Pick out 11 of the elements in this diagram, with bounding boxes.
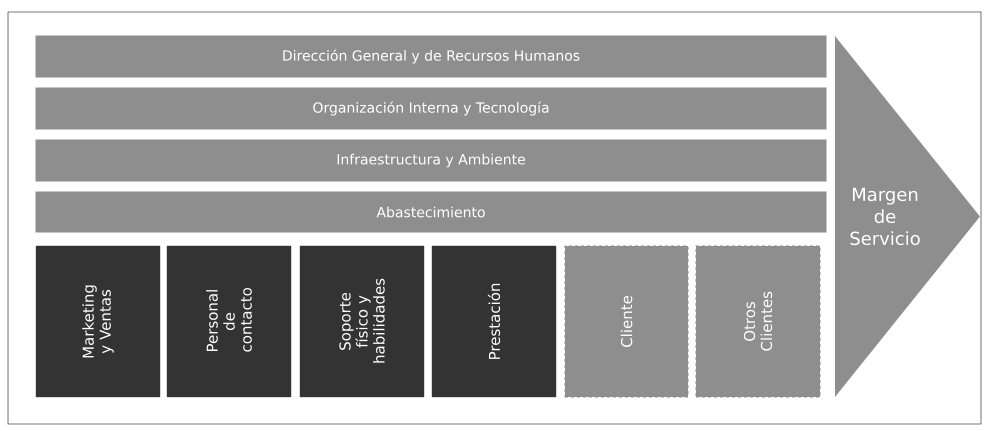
activity-box: Prestación (432, 246, 556, 398)
margin-chevron: Margen de Servicio (835, 36, 980, 397)
activity-box: Cliente (564, 246, 688, 398)
band-box: Abastecimiento (36, 192, 826, 232)
activity-box: Otros Clientes (696, 246, 820, 398)
band-box: Infraestructura y Ambiente (36, 140, 826, 182)
band-box: Organización Interna y Tecnología (36, 88, 826, 130)
activity-box: Soporte físico y habilidades (300, 246, 424, 398)
activity-box: Marketing y Ventas (36, 246, 160, 398)
activity-box: Personal de contacto (166, 246, 292, 398)
band-box: Dirección General y de Recursos Humanos (36, 36, 826, 78)
